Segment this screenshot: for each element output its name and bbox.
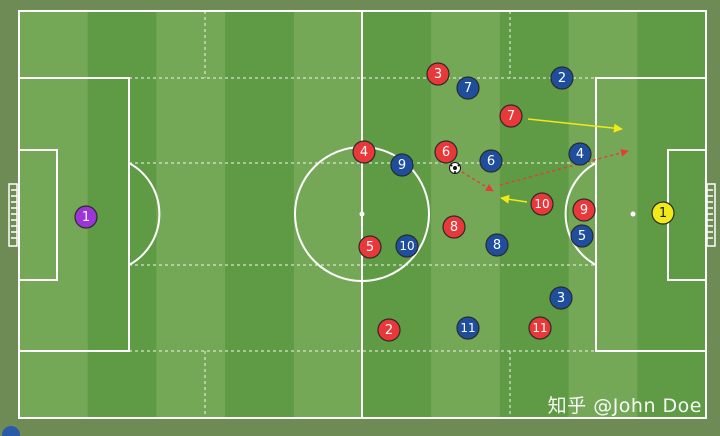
player-number: 10 [399, 239, 414, 253]
player-token [74, 205, 98, 229]
player-token [530, 192, 554, 216]
player-number: 6 [487, 154, 495, 169]
pass-arrow [499, 149, 629, 186]
grass-stripe [87, 11, 157, 418]
player-number: 5 [366, 240, 374, 255]
player-marker-red[interactable]: 3 [426, 62, 450, 86]
player-number: 9 [398, 158, 406, 173]
player-marker-blue[interactable]: 11 [456, 316, 480, 340]
player-marker-blue[interactable]: 3 [549, 286, 573, 310]
player-token [528, 316, 552, 340]
grass-stripe [362, 11, 432, 418]
player-marker-red[interactable]: 11 [528, 316, 552, 340]
player-token [358, 235, 382, 259]
player-marker-red[interactable]: 5 [358, 235, 382, 259]
player-marker-blue[interactable]: 5 [570, 224, 594, 248]
player-marker-blue[interactable]: 6 [479, 149, 503, 173]
player-token [390, 153, 414, 177]
player-token [572, 198, 596, 222]
watermark: 知乎 @John Doe [547, 395, 702, 417]
player-marker-red[interactable]: 6 [434, 140, 458, 164]
player-token [479, 149, 503, 173]
player-marker-purple[interactable]: 1 [74, 205, 98, 229]
player-number: 2 [558, 71, 566, 86]
corner-badge [2, 426, 20, 436]
grass-stripe [225, 11, 295, 418]
goal-nets [11, 189, 713, 239]
left-goal [8, 183, 18, 247]
player-number: 4 [360, 145, 368, 160]
grass-stripe [156, 11, 226, 418]
zone-guide-lines [129, 11, 596, 418]
player-number: 9 [580, 203, 588, 218]
run-arrow [527, 118, 623, 133]
player-token [651, 201, 675, 225]
player-number: 11 [532, 321, 547, 335]
player-number: 7 [464, 81, 472, 96]
right-penalty-spot [630, 211, 636, 217]
player-marker-red[interactable]: 10 [530, 192, 554, 216]
player-marker-red[interactable]: 8 [442, 215, 466, 239]
player-token [485, 233, 509, 257]
player-marker-red[interactable]: 4 [352, 140, 376, 164]
player-token [456, 76, 480, 100]
player-token [426, 62, 450, 86]
player-number: 1 [659, 206, 667, 221]
player-marker-blue[interactable]: 10 [395, 234, 419, 258]
player-number: 10 [534, 197, 549, 211]
right-goal [706, 183, 716, 247]
player-number: 6 [442, 145, 450, 160]
player-marker-red[interactable]: 7 [499, 104, 523, 128]
movement-arrows [461, 118, 629, 204]
player-number: 4 [576, 147, 584, 162]
player-token [456, 316, 480, 340]
player-token [377, 318, 401, 342]
player-number: 2 [385, 323, 393, 338]
player-number: 11 [460, 321, 475, 335]
player-marker-blue[interactable]: 8 [485, 233, 509, 257]
player-marker-red[interactable]: 9 [572, 198, 596, 222]
player-token [434, 140, 458, 164]
player-token [442, 215, 466, 239]
player-number: 8 [450, 220, 458, 235]
player-marker-blue[interactable]: 7 [456, 76, 480, 100]
player-marker-blue[interactable]: 9 [390, 153, 414, 177]
player-marker-blue[interactable]: 4 [568, 142, 592, 166]
player-token [549, 286, 573, 310]
player-token [499, 104, 523, 128]
pass-arrow [461, 171, 494, 192]
player-number: 3 [434, 67, 442, 82]
ball-icon [449, 162, 461, 174]
player-marker-yellow[interactable]: 1 [651, 201, 675, 225]
player-token [352, 140, 376, 164]
player-token [570, 224, 594, 248]
player-number: 3 [557, 291, 565, 306]
player-number: 5 [578, 229, 586, 244]
grass-stripe [293, 11, 363, 418]
right-penalty-arc [564, 162, 597, 266]
player-number: 7 [507, 109, 515, 124]
player-token [395, 234, 419, 258]
player-marker-blue[interactable]: 2 [550, 66, 574, 90]
player-token [568, 142, 592, 166]
left-goal-area [18, 149, 58, 281]
player-number: 8 [493, 238, 501, 253]
centre-spot [359, 211, 365, 217]
player-marker-red[interactable]: 2 [377, 318, 401, 342]
player-token [550, 66, 574, 90]
left-penalty-arc [128, 162, 161, 266]
run-arrow [500, 194, 528, 204]
player-number: 1 [82, 210, 90, 225]
